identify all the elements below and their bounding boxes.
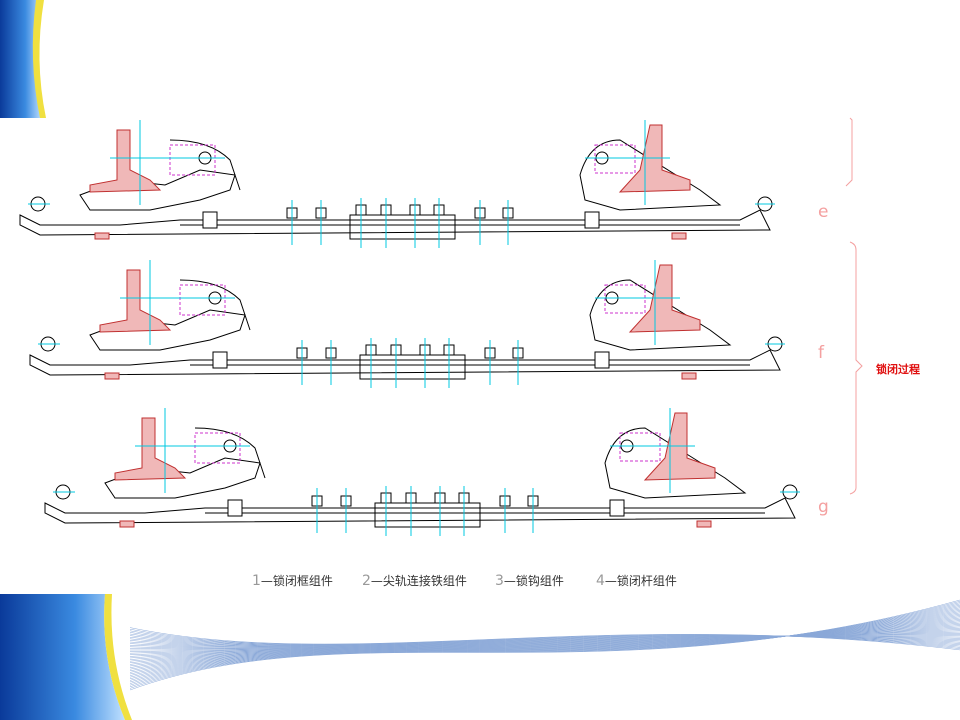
brace-e [845, 117, 853, 187]
wave-line [129, 633, 960, 650]
legend-item-4: 4—锁闭杆组件 [596, 572, 677, 589]
stage-label-e: e [818, 202, 829, 222]
legend-text: —锁闭杆组件 [604, 574, 677, 588]
assembly-state-e [19, 119, 776, 249]
legend-text: —尖轨连接铁组件 [370, 574, 467, 588]
locking-process-label: 锁闭过程 [876, 363, 920, 376]
legend-number: 2 [362, 573, 371, 589]
top-left-swoosh [0, 0, 42, 118]
stage-label-g: g [818, 497, 829, 517]
bottom-left-swoosh [0, 594, 125, 720]
assembly-state-f [29, 259, 786, 389]
legend-number: 3 [495, 573, 504, 589]
wave-line [129, 629, 960, 654]
legend-text: —锁闭框组件 [260, 574, 333, 588]
legend-item-2: 2—尖轨连接铁组件 [362, 572, 467, 589]
legend-text: —锁钩组件 [503, 574, 564, 588]
wave-lines [129, 599, 960, 691]
legend-number: 1 [252, 573, 261, 589]
legend-number: 4 [596, 573, 605, 589]
legend-item-3: 3—锁钩组件 [495, 572, 564, 589]
assembly-state-g [44, 407, 801, 537]
legend-item-1: 1—锁闭框组件 [252, 572, 333, 589]
wave-line [129, 627, 960, 651]
brace-f [849, 241, 863, 495]
stage-label-f: f [818, 343, 824, 363]
